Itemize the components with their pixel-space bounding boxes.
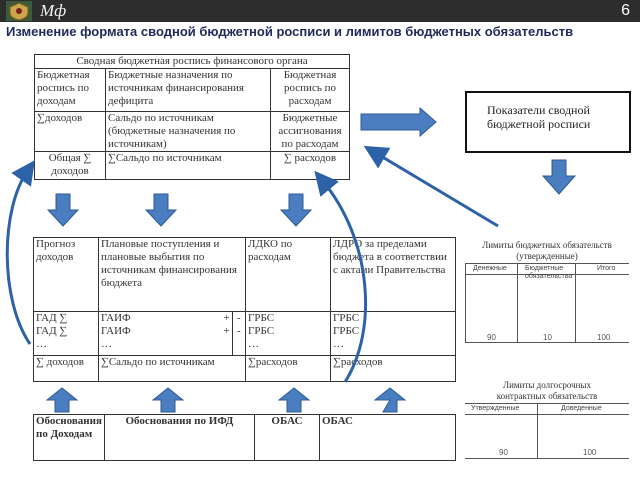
cell-line: - xyxy=(237,325,241,337)
cell-line: … xyxy=(248,338,259,350)
cell-line: ГРБС xyxy=(248,325,275,337)
down-arrow-icon xyxy=(46,193,80,227)
up-arrow-icon xyxy=(151,387,185,413)
doc-value: 100 xyxy=(583,448,597,457)
table-cell: Бюджетная роспись по доходам xyxy=(34,68,106,112)
cell-line: … xyxy=(101,338,112,350)
cell-line: + xyxy=(223,312,230,325)
diagonal-arrow-icon xyxy=(363,145,499,228)
down-arrow-icon xyxy=(541,159,577,195)
down-arrow-icon xyxy=(279,193,313,227)
down-arrow-icon xyxy=(144,193,178,227)
table-cell: ∑доходов xyxy=(34,111,106,152)
doc-col-header: Бюджетные обязательства xyxy=(525,265,573,280)
table-cell: Сальдо по источникам (бюджетные назначен… xyxy=(105,111,271,152)
table-cell: ОБАС xyxy=(253,414,320,461)
table-cell: - - xyxy=(231,311,247,356)
doc-col-header: Утвержденные xyxy=(471,405,520,412)
table-cell: Бюджетные назначения по источникам финан… xyxy=(105,68,271,112)
table-cell: Бюджетная роспись по расходам xyxy=(270,68,350,112)
cell-line: ГРБС xyxy=(333,312,360,325)
cell-line: - xyxy=(237,312,241,325)
table-cell: Обоснования по ИФД xyxy=(103,414,255,461)
slide-title: Изменение формата сводной бюджетной росп… xyxy=(6,24,574,39)
doc-value: 90 xyxy=(499,448,508,457)
table-cell: ГРБС ГРБС … xyxy=(245,311,331,356)
limits-table: Прогноз доходов Плановые поступления и п… xyxy=(33,237,456,382)
table-cell: ∑расходов xyxy=(330,355,456,382)
doc-col-header: Итого xyxy=(597,265,616,272)
curved-arrow-icon xyxy=(314,170,367,383)
table-cell: Бюджетные ассигнования по расходам xyxy=(270,111,350,152)
doc-col-header: Денежные xyxy=(473,265,507,272)
curved-arrow-icon xyxy=(5,160,35,345)
limits-document-thumbnail: Лимиты бюджетных обязательств (утвержден… xyxy=(457,232,637,354)
doc-col-header: Доведенные xyxy=(561,405,602,412)
table-cell: Общая ∑ доходов xyxy=(34,151,106,180)
doc-subtitle: (утвержденные) xyxy=(516,251,578,261)
brand-logo-text: Мф xyxy=(40,1,67,20)
table-cell: ГРБС ГРБС … xyxy=(330,311,456,356)
justification-table: Обоснования по Доходам Обоснования по ИФ… xyxy=(33,414,457,461)
doc-title: Лимиты долгосрочных xyxy=(503,380,591,390)
cell-line: … xyxy=(333,338,344,350)
page-number: 6 xyxy=(621,2,630,19)
cell-line: ГРБС xyxy=(248,312,275,325)
doc-value: 90 xyxy=(487,333,496,342)
doc-subtitle: контрактных обязательств xyxy=(496,391,598,401)
table-cell: Обоснования по Доходам xyxy=(33,414,105,461)
table-header-cell: Прогноз доходов xyxy=(33,237,99,312)
cell-line: ГРБС xyxy=(333,325,360,337)
cell-line: ГАИФ xyxy=(101,312,131,325)
indicator-line: Показатели сводной xyxy=(487,103,590,117)
cell-line: + xyxy=(223,325,230,337)
table-cell: ∑ доходов xyxy=(33,355,99,382)
emblem-icon xyxy=(6,1,32,21)
cell-line: ГАД ∑ xyxy=(36,312,68,325)
right-arrow-icon xyxy=(360,106,437,138)
doc-title: Лимиты бюджетных обязательств xyxy=(482,240,612,250)
up-arrow-icon xyxy=(277,387,311,413)
up-arrow-icon xyxy=(373,387,407,413)
cell-line: ГАД ∑ xyxy=(36,325,68,337)
table-header-cell: Плановые поступления и плановые выбытия … xyxy=(98,237,246,312)
doc-value: 100 xyxy=(597,333,611,342)
top-bar xyxy=(0,0,640,22)
longterm-limits-document-thumbnail: Лимиты долгосрочных контрактных обязател… xyxy=(457,376,637,477)
doc-value: 10 xyxy=(543,333,552,342)
table-cell: ∑Сальдо по источникам xyxy=(105,151,271,180)
up-arrow-icon xyxy=(45,387,79,413)
cell-line: ГАИФ xyxy=(101,325,131,337)
indicator-line: бюджетной росписи xyxy=(487,117,591,131)
table-cell: ОБАС xyxy=(318,414,457,461)
table-cell: ГАД ∑ ГАД ∑ … xyxy=(33,311,99,356)
indicator-box: Показатели сводной бюджетной росписи xyxy=(465,91,631,153)
cell-line: … xyxy=(36,338,47,350)
